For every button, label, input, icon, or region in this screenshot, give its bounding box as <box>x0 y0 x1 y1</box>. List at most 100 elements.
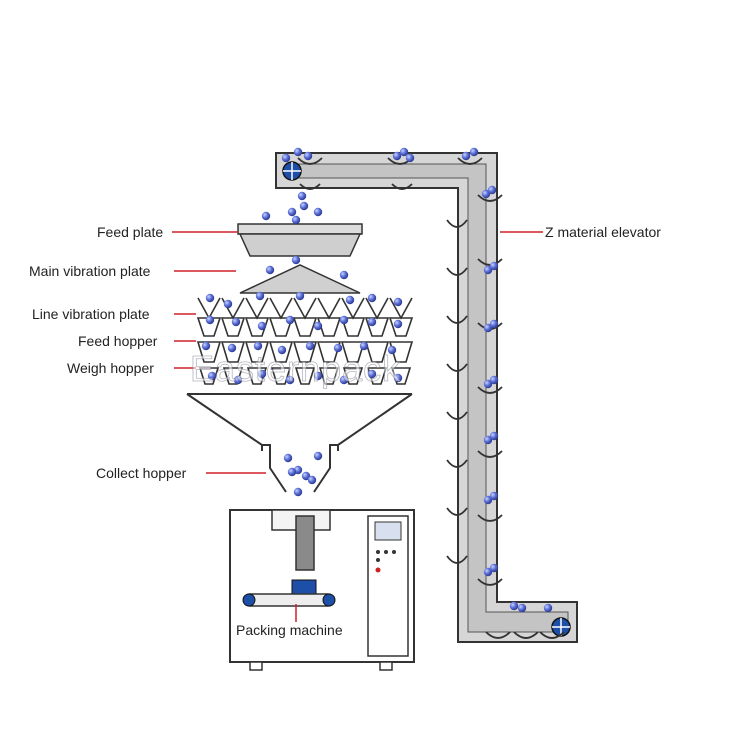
feed-hopper <box>316 317 342 337</box>
elevator-bucket <box>446 507 468 516</box>
product-ball <box>257 369 267 379</box>
elevator-bucket <box>299 183 321 190</box>
feed-hopper <box>268 317 294 337</box>
sealer-block <box>291 579 317 595</box>
product-ball <box>517 603 527 613</box>
main-vibration-plate <box>239 264 361 294</box>
line-vibration-plate <box>269 297 293 320</box>
elevator-bucket <box>477 578 503 586</box>
feed-hopper <box>364 317 390 337</box>
product-ball <box>257 321 267 331</box>
control-button <box>384 550 388 554</box>
product-ball <box>301 471 311 481</box>
label-main-vibration-plate: Main vibration plate <box>29 263 151 279</box>
label-z-material-elevator: Z material elevator <box>545 224 661 240</box>
feed-hopper <box>244 317 270 337</box>
product-ball <box>392 151 402 161</box>
elevator-bucket <box>485 631 511 639</box>
product-ball <box>387 345 397 355</box>
product-ball <box>481 189 491 199</box>
product-ball <box>303 151 313 161</box>
product-ball <box>307 475 317 485</box>
product-ball <box>283 453 293 463</box>
product-ball <box>345 295 355 305</box>
label-collect-hopper: Collect hopper <box>96 465 187 481</box>
product-ball <box>489 261 499 271</box>
product-ball <box>231 317 241 327</box>
product-ball <box>287 207 297 217</box>
product-ball <box>265 265 275 275</box>
product-ball <box>313 451 323 461</box>
product-ball <box>291 215 301 225</box>
weigh-hopper-gate <box>366 367 388 385</box>
label-feed-plate: Feed plate <box>97 224 164 240</box>
product-ball <box>367 369 377 379</box>
elevator-bucket <box>446 219 468 228</box>
packer-foot-right <box>379 661 393 671</box>
weigh-hopper <box>340 341 366 363</box>
elevator-bucket <box>446 363 468 372</box>
product-ball <box>393 319 403 329</box>
collect-hopper <box>186 393 413 493</box>
elevator-bucket <box>477 514 503 522</box>
weigh-hopper <box>316 341 342 363</box>
product-ball <box>339 270 349 280</box>
product-ball <box>399 147 409 157</box>
product-ball <box>293 147 303 157</box>
product-ball <box>233 375 243 385</box>
product-ball <box>483 379 493 389</box>
product-ball <box>405 153 415 163</box>
weigh-hopper-gate <box>246 367 268 385</box>
weigh-hopper <box>292 341 318 363</box>
elevator-bucket <box>477 194 503 202</box>
product-ball <box>295 291 305 301</box>
product-ball <box>489 563 499 573</box>
label-line-vibration-plate: Line vibration plate <box>32 306 150 322</box>
product-ball <box>393 297 403 307</box>
weigh-hopper-gate <box>198 367 220 385</box>
product-ball <box>489 375 499 385</box>
line-vibration-plate <box>317 297 341 320</box>
control-screen <box>374 521 402 541</box>
line-vibration-plate <box>245 297 269 320</box>
product-ball <box>253 341 263 351</box>
product-ball <box>305 341 315 351</box>
elevator-bucket <box>457 157 483 165</box>
elevator-bucket <box>446 459 468 468</box>
former-tube <box>295 515 315 571</box>
leader-lines <box>172 231 543 622</box>
product-ball <box>483 435 493 445</box>
feed-hopper <box>388 317 414 337</box>
product-ball <box>285 375 295 385</box>
weigh-hopper-gate <box>318 367 340 385</box>
product-ball <box>461 151 471 161</box>
weigh-hopper <box>268 341 294 363</box>
product-ball <box>297 191 307 201</box>
product-ball <box>287 467 297 477</box>
product-ball <box>489 491 499 501</box>
product-ball <box>277 345 287 355</box>
weigh-hopper <box>220 341 246 363</box>
packer-conveyor <box>243 593 335 607</box>
line-vibration-plate <box>293 297 317 320</box>
product-ball <box>483 265 493 275</box>
product-ball <box>293 487 303 497</box>
control-button <box>392 550 396 554</box>
packing-machine <box>229 509 415 671</box>
weigh-hopper <box>196 341 222 363</box>
label-weigh-hopper: Weigh hopper <box>67 360 154 376</box>
watermark-text: Easternpack <box>190 348 402 390</box>
weigh-hopper-gate <box>294 367 316 385</box>
product-ball <box>255 291 265 301</box>
elevator-bucket <box>391 183 413 190</box>
product-ball <box>393 373 403 383</box>
feed-hopper <box>340 317 366 337</box>
product-ball <box>291 255 301 265</box>
elevator-bucket <box>477 450 503 458</box>
product-ball <box>359 341 369 351</box>
product-ball <box>227 343 237 353</box>
elevator-bucket <box>513 631 539 639</box>
product-ball <box>313 207 323 217</box>
elevator-bucket <box>446 555 468 564</box>
